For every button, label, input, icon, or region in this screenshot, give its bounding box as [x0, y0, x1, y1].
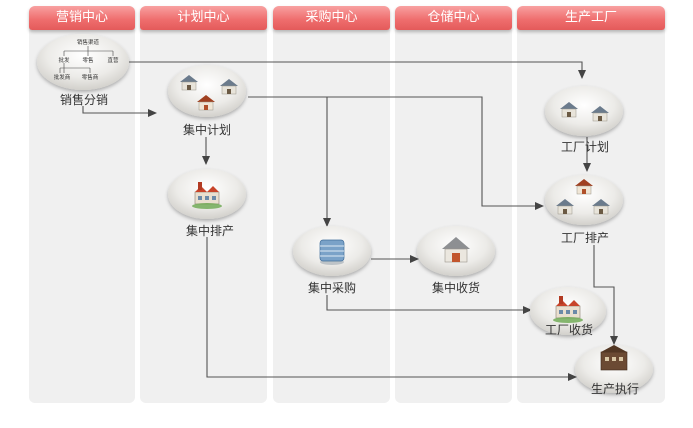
edge-purchase-to-factory-receive [326, 295, 532, 314]
lane-header-marketing: 营销中心 [29, 6, 135, 30]
node-factory-plan[interactable] [545, 86, 623, 136]
label-production-execution: 生产执行 [590, 382, 640, 396]
lane-warehouse: 仓储中心 [395, 6, 512, 403]
tree-l3-retailer: 零售商 [82, 73, 99, 81]
tree-l2-wholesale: 批发 [58, 56, 70, 64]
building-icon [319, 239, 345, 265]
edge-sales-to-factory-plan [118, 61, 586, 79]
lane-header-factory: 生产工厂 [517, 6, 665, 30]
label-central-receive: 集中收货 [431, 281, 481, 295]
tree-l2-direct: 直营 [107, 56, 119, 64]
lane-header-warehouse: 仓储中心 [395, 6, 512, 30]
edge-sales-to-central-plan [82, 106, 157, 117]
label-factory-plan: 工厂计划 [560, 140, 610, 154]
label-central-plan: 集中计划 [182, 123, 232, 137]
lane-header-planning: 计划中心 [140, 6, 267, 30]
label-central-schedule: 集中排产 [185, 224, 235, 238]
tree-l2-retail: 零售 [82, 56, 93, 64]
node-central-plan[interactable] [168, 65, 246, 117]
label-factory-receive: 工厂收货 [544, 323, 594, 337]
node-central-receive[interactable] [417, 226, 495, 276]
lane-purchasing: 采购中心 [273, 6, 390, 403]
node-factory-receive[interactable] [530, 287, 606, 335]
warehouse-icon [442, 237, 470, 263]
tree-l3-wholesaler: 批发商 [54, 73, 71, 81]
edge-factory-schedule-to-exec [593, 245, 618, 345]
label-sales-distribution: 销售分销 [59, 93, 109, 107]
factory-building-icon [600, 345, 628, 371]
node-production-execution[interactable] [575, 345, 653, 393]
node-factory-schedule[interactable] [545, 175, 623, 225]
lane-header-purchasing: 采购中心 [273, 6, 390, 30]
node-central-purchase[interactable] [293, 226, 371, 276]
node-sales-distribution[interactable]: 销售渠道 批发 零售 直营 批发商 零售商 [37, 34, 129, 90]
label-factory-schedule: 工厂排产 [560, 231, 610, 245]
sales-channel-tree [59, 46, 114, 73]
edge-schedule-to-exec [206, 237, 577, 381]
edge-plan-to-factory-schedule [248, 96, 544, 210]
label-central-purchase: 集中采购 [307, 281, 357, 295]
tree-root: 销售渠道 [77, 38, 100, 46]
node-central-schedule[interactable] [168, 169, 246, 219]
